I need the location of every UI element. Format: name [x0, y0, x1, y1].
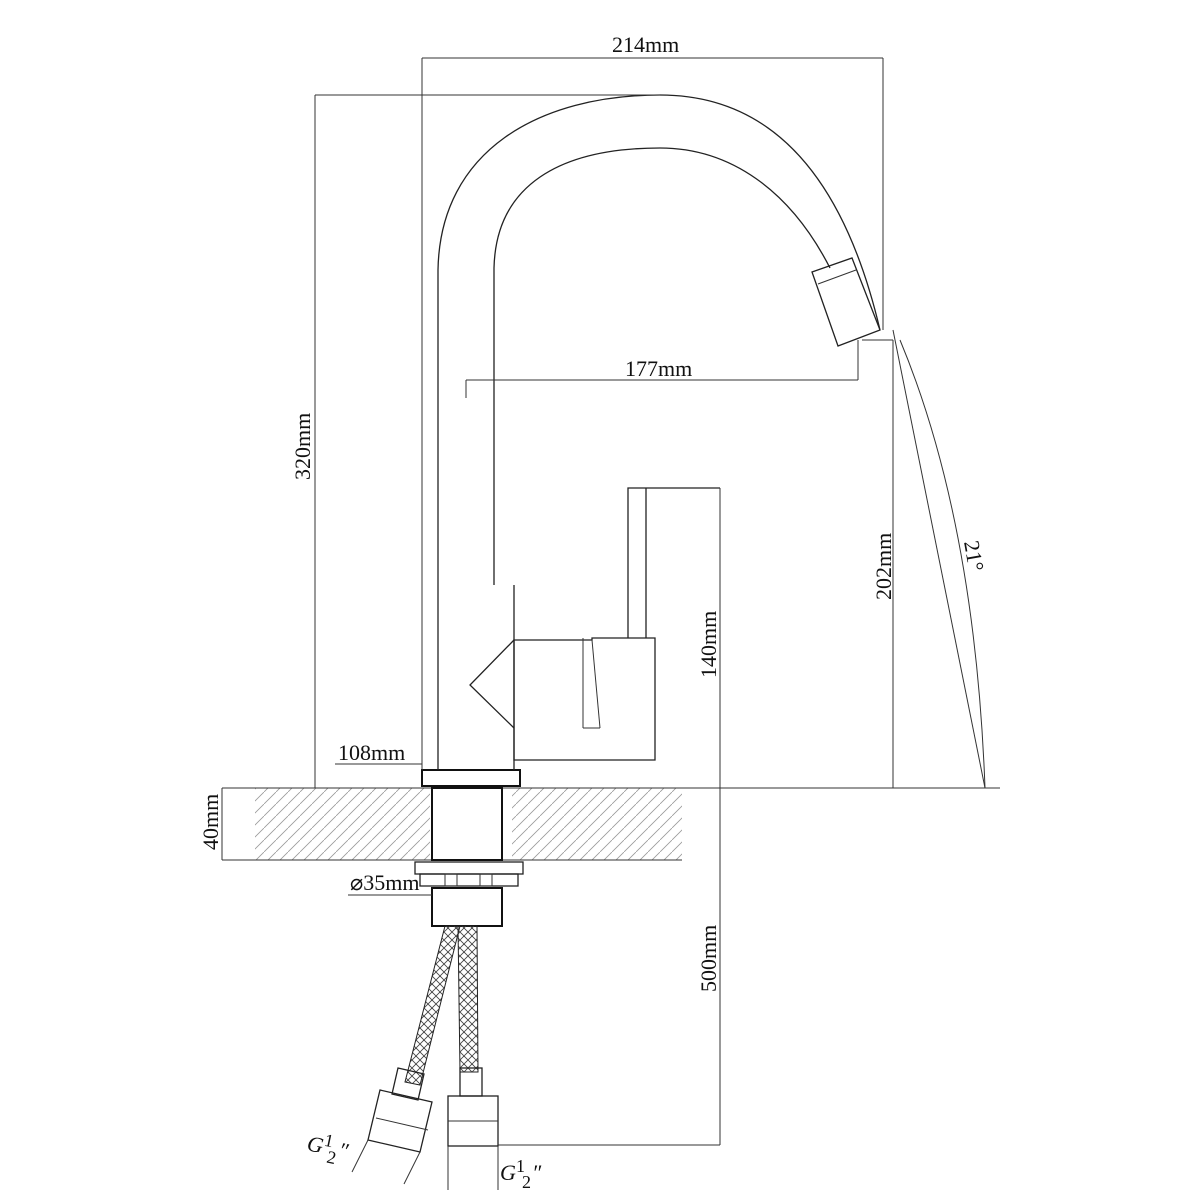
base-reach-label: 108mm — [338, 740, 405, 765]
overall-width-label: 214mm — [612, 32, 679, 57]
svg-text:G: G — [500, 1160, 516, 1185]
svg-text:1: 1 — [322, 1130, 335, 1151]
svg-text:2: 2 — [325, 1147, 338, 1168]
countertop — [222, 787, 1000, 861]
supply-hoses — [367, 925, 499, 1153]
faucet-outline — [414, 94, 881, 927]
svg-text:1: 1 — [516, 1156, 525, 1176]
svg-text:2: 2 — [522, 1172, 531, 1192]
svg-text:G: G — [305, 1130, 326, 1158]
spout-height-label: 202mm — [871, 533, 896, 600]
dimension-lines — [221, 57, 986, 1190]
left-thread-label: G 1 2 ″ — [305, 1130, 351, 1168]
svg-text:″: ″ — [532, 1160, 542, 1185]
shank-diameter-label: ⌀35mm — [350, 870, 419, 895]
svg-text:″: ″ — [336, 1137, 351, 1164]
counter-thickness-label: 40mm — [198, 794, 223, 850]
right-thread-label: G 1 2 ″ — [500, 1156, 542, 1192]
hose-length-label: 500mm — [696, 925, 721, 992]
pullout-angle-label: 21° — [959, 539, 989, 574]
overall-height-label: 320mm — [290, 413, 315, 480]
lever-height-label: 140mm — [696, 611, 721, 678]
spout-reach-label: 177mm — [625, 356, 692, 381]
